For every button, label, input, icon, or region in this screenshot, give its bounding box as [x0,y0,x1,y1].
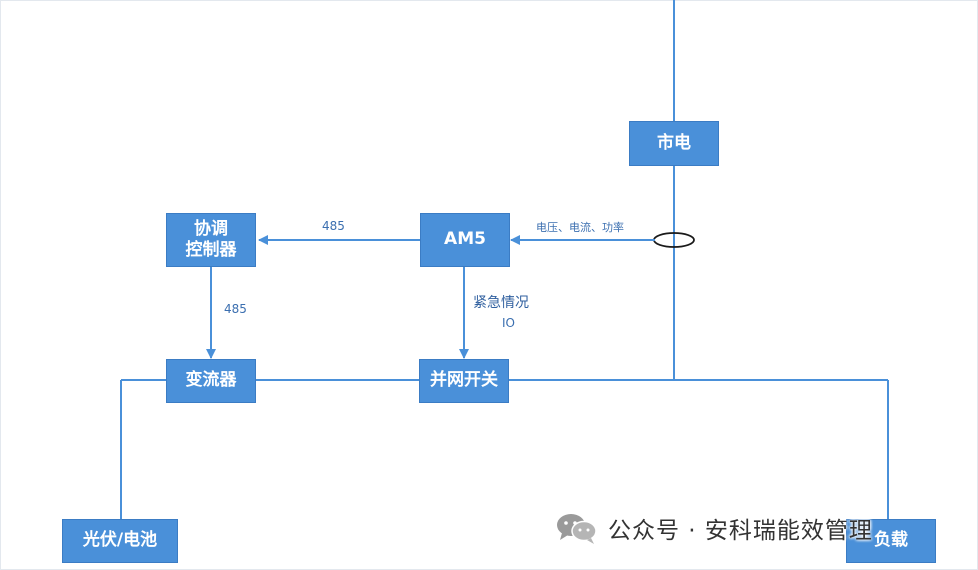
label-emergency: 紧急情况 [473,295,529,311]
pv-battery-node: 光伏/电池 [62,519,178,563]
label-io: IO [502,316,515,330]
load-node: 负载 [846,519,936,563]
label-485-side: 485 [224,302,247,316]
coordinator-node: 协调 控制器 [166,213,256,267]
grid-node: 市电 [629,121,719,166]
watermark: 公众号 · 安科瑞能效管理 [556,508,873,548]
label-measurement: 电压、电流、功率 [536,221,624,234]
wechat-icon [557,514,597,544]
am5-node: AM5 [420,213,510,267]
watermark-text: 公众号 · 安科瑞能效管理 [608,518,873,544]
inverter-node: 变流器 [166,359,256,403]
grid-switch-node: 并网开关 [419,359,509,403]
label-485-top: 485 [322,219,345,233]
